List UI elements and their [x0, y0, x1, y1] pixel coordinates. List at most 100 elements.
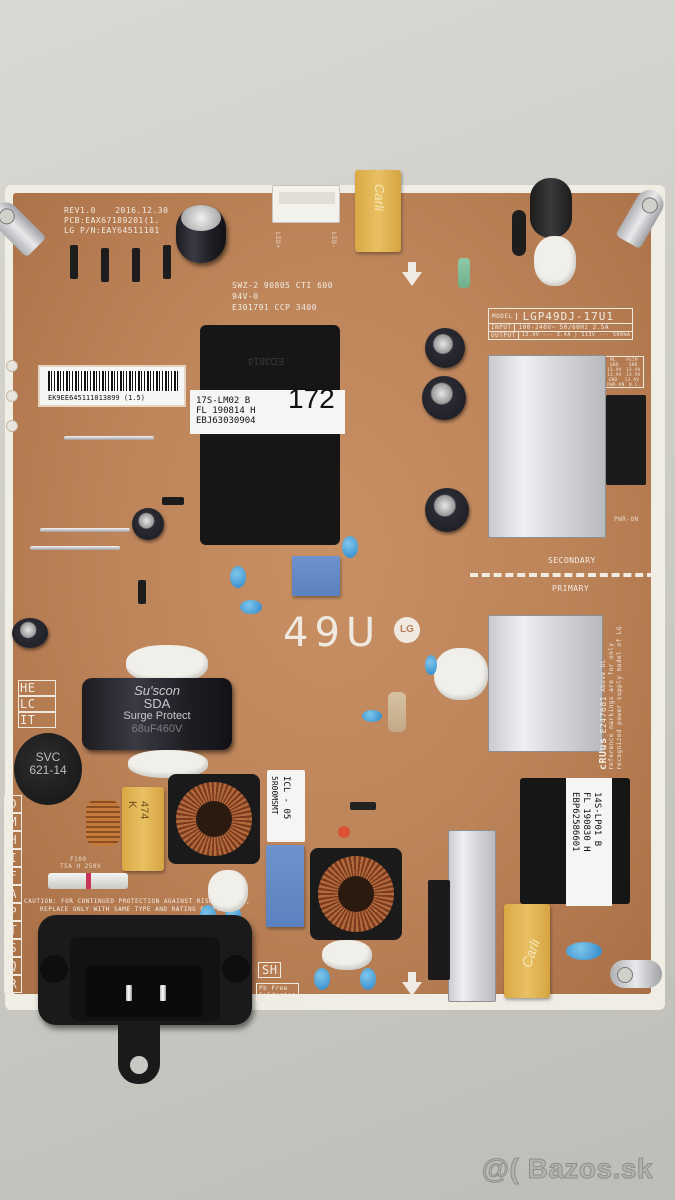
- caution-text: CAUTION: FOR CONTINUED PROTECTION AGAINS…: [24, 898, 250, 914]
- resistor-r101: [388, 692, 406, 732]
- side-letter: P: [4, 903, 22, 921]
- diode-d802: [101, 248, 109, 282]
- main-transformer: [200, 325, 340, 545]
- pin-header: PSIM: [626, 357, 638, 362]
- grid-cell: LC: [18, 696, 56, 712]
- standby-transformer-label: 14S-LP01 B FL 190830 H EBP62586601: [566, 778, 612, 906]
- mosfet: [428, 880, 450, 980]
- caution-line1: CAUTION: FOR CONTINUED PROTECTION AGAINS…: [24, 898, 251, 905]
- ul-line1: SWZ-2 90805 CTI 600: [232, 281, 334, 290]
- pin-header: ML: [610, 357, 616, 362]
- side-letter: T: [4, 921, 22, 939]
- diode-d101: [138, 580, 146, 604]
- barcode-text: EK9EE645111013899 (1.5): [48, 394, 145, 402]
- mount-hole: [6, 390, 18, 402]
- side-letter: S: [4, 939, 22, 957]
- capacitor-brand-label: Carli: [518, 936, 543, 970]
- diode-d803: [132, 248, 140, 282]
- capacitor-c117: [12, 618, 48, 648]
- pin-cell: 13.9V: [607, 372, 622, 377]
- bulk-cap-series: SDA: [143, 696, 171, 711]
- film-capacitor-c108: [292, 556, 340, 596]
- y-capacitor: [566, 942, 602, 960]
- ul-marking: SWZ-2 90805 CTI 600 94V-0 E301791 CCP 34…: [232, 280, 333, 313]
- x-capacitor: 474 K: [122, 787, 164, 871]
- bulk-cap-rating: 68uF460V: [131, 723, 183, 735]
- ul-line3: E301791 CCP 3400: [232, 303, 318, 312]
- icl-line2: 5R00MSMT: [270, 776, 279, 815]
- pin-cell: 13.9V: [626, 372, 641, 377]
- transformer-label: 17S-LM02 B FL 190814 H EBJ63030904 172: [190, 383, 345, 434]
- sh-mark: SH: [258, 962, 282, 978]
- input-value: 100-240V~ 50/60Hz 2.5A: [518, 324, 610, 331]
- capacitor-brand-label: Carli: [372, 184, 387, 211]
- caution-line2: REPLACE ONLY WITH SAME TYPE AND RATING O…: [40, 906, 234, 913]
- fuse: [48, 873, 128, 889]
- led-indicator: [338, 826, 350, 838]
- barcode-label: EK9EE645111013899 (1.5): [38, 365, 186, 407]
- x-cap-label: 474 K: [126, 801, 150, 820]
- choke-lf100: [86, 800, 120, 846]
- y-capacitor: [342, 536, 358, 558]
- glue-blob: [126, 645, 208, 683]
- standby-line1: 14S-LP01 B: [592, 792, 602, 847]
- grid-cell: IT: [18, 712, 56, 728]
- heatsink-hs1: [488, 355, 606, 538]
- capacitor-c809-top: [181, 205, 221, 231]
- pb-free-mark: Pb Free Soldering: [256, 983, 300, 1001]
- capacitor-c110: [132, 508, 164, 540]
- led-plus-label: LED+: [274, 232, 281, 249]
- pin-cell: GND: [610, 362, 619, 367]
- output-connector-p201[interactable]: [606, 395, 646, 485]
- jumper-j17: [40, 528, 130, 532]
- jumper-j6: [30, 546, 120, 550]
- model-box: MODEL LGP49DJ-17U1 INPUT 100-240V~ 50/60…: [488, 308, 633, 340]
- mount-hole: [6, 420, 18, 432]
- date-label: 2016.12.30: [115, 206, 169, 215]
- ul-file: E247681: [599, 696, 608, 734]
- ul-cert: cRUus E247681 Above UL reference marking…: [598, 620, 624, 770]
- glue-blob: [534, 236, 576, 286]
- standby-line3: EBP62586601: [570, 792, 580, 852]
- side-letter: I: [4, 849, 22, 867]
- pcb-label: PCB:EAX67189201(1.: [64, 216, 160, 225]
- primary-label: PRIMARY: [552, 584, 590, 593]
- glue-blob: [208, 870, 248, 912]
- output-label: OUTPUT: [489, 332, 519, 339]
- led-connector-p801[interactable]: [272, 185, 340, 223]
- pb-free-line2: Soldering: [259, 992, 297, 999]
- lg-pn-label: LG P/N:EAY64511101: [64, 226, 160, 235]
- film-capacitor-blue: [266, 845, 304, 927]
- capacitor-c301: [425, 328, 465, 368]
- y-capacitor: [425, 655, 437, 675]
- ul-line2: 94V-0: [232, 292, 259, 301]
- pin-cell: 13.9V: [607, 367, 622, 372]
- model-label: MODEL: [489, 312, 517, 320]
- side-letter: M: [4, 813, 22, 831]
- component-l801: [512, 210, 526, 256]
- pin-cell: 13.9V: [626, 367, 641, 372]
- isolation-divider: [470, 573, 655, 577]
- transformer-big-number: 172: [288, 383, 335, 414]
- ac-power-socket[interactable]: [38, 915, 252, 1025]
- glue-blob: [434, 648, 488, 700]
- film-capacitor-cx102: Carli: [504, 904, 550, 998]
- film-capacitor-c806: Carli: [355, 170, 401, 252]
- secondary-label: SECONDARY: [548, 556, 596, 565]
- side-letter-column: D M H I F A P T S Q R: [4, 795, 22, 993]
- heatsink-bottom: [448, 830, 496, 1002]
- transformer-line3: EBJ63030904: [196, 416, 256, 426]
- fuse-ref: F100: [70, 856, 87, 863]
- arrow-stem-top: [408, 262, 416, 272]
- pb-free-line1: Pb Free: [259, 985, 288, 992]
- fuse-rating: T5A H 250V: [60, 863, 102, 870]
- socket-bracket: [118, 1022, 160, 1084]
- capacitor-c302: [422, 376, 466, 420]
- side-letter: A: [4, 885, 22, 903]
- pin-cell: N.C.: [629, 382, 641, 387]
- bulk-cap-text: Su'scon SDA Surge Protect 68uF460V: [92, 684, 222, 736]
- size-mark: 49U: [283, 610, 382, 656]
- pin-cell: GND: [608, 377, 618, 382]
- input-label: INPUT: [489, 324, 515, 331]
